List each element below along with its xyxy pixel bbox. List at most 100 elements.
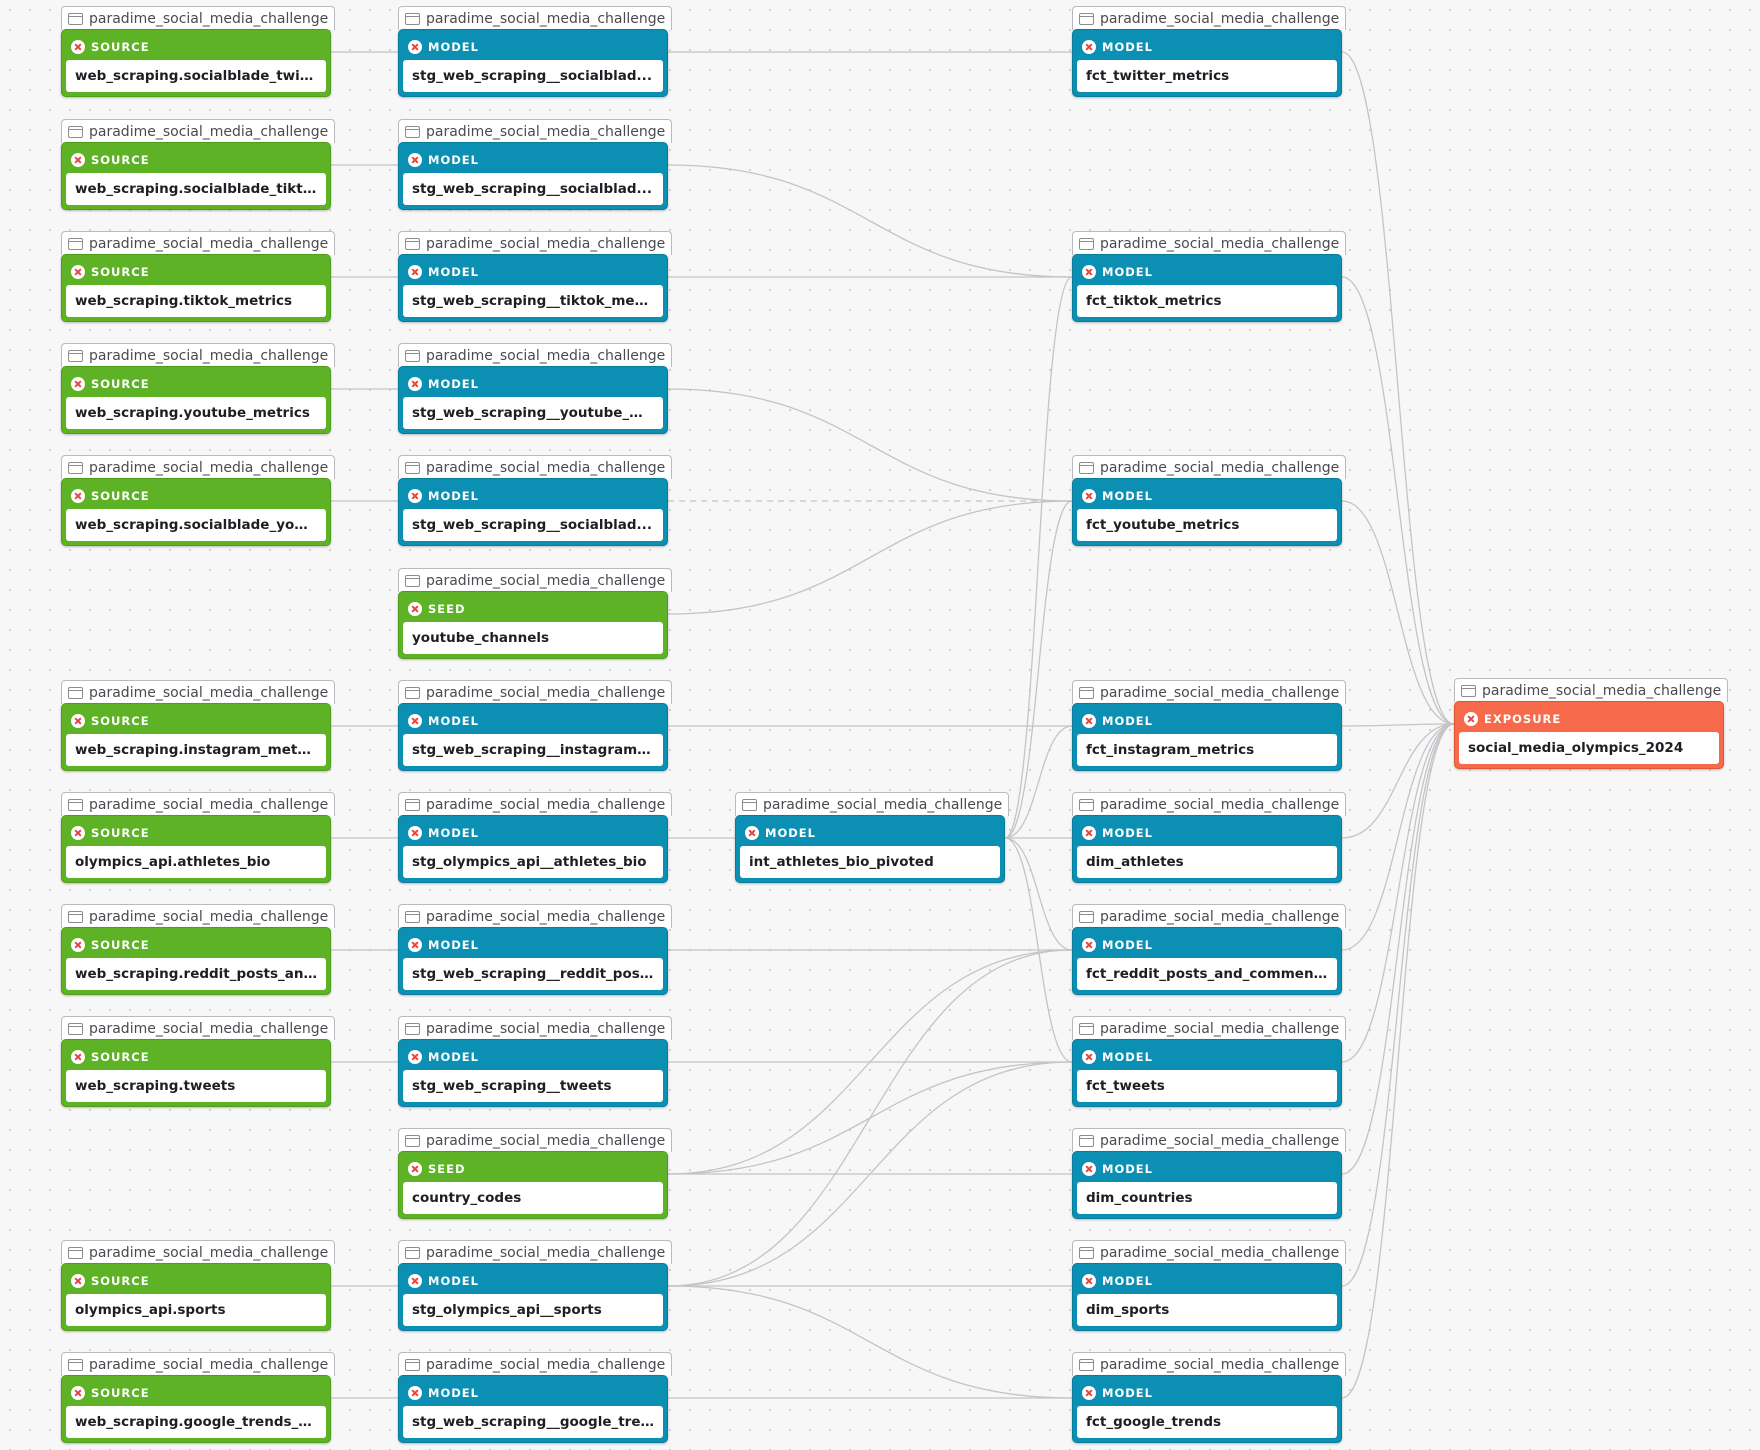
node-type-label: MODEL — [428, 714, 479, 728]
package-icon — [68, 1358, 83, 1371]
node-body: dim_athletes — [1077, 846, 1337, 878]
node-card[interactable]: MODEL stg_web_scraping__youtube_m... — [398, 366, 668, 434]
node-header: SEED — [403, 1156, 663, 1182]
error-status-icon — [71, 153, 85, 167]
error-status-icon — [1082, 714, 1096, 728]
node-header: MODEL — [1077, 1044, 1337, 1070]
package-name: paradime_social_media_challenge — [89, 123, 329, 140]
node-name: fct_tiktok_metrics — [1086, 293, 1222, 309]
node-name: web_scraping.youtube_metrics — [75, 405, 310, 421]
node-card[interactable]: MODEL dim_sports — [1072, 1263, 1342, 1331]
package-icon — [742, 798, 757, 811]
node-body: stg_web_scraping__socialblad... — [403, 509, 663, 541]
package-icon — [405, 349, 420, 362]
node-type-label: MODEL — [428, 489, 479, 503]
node-name: web_scraping.tiktok_metrics — [75, 293, 293, 309]
node-name: stg_web_scraping__youtube_m... — [412, 405, 654, 421]
node-card[interactable]: MODEL stg_web_scraping__socialblad... — [398, 478, 668, 546]
node-name: olympics_api.athletes_bio — [75, 854, 271, 870]
package-icon — [405, 125, 420, 138]
package-icon — [1079, 1246, 1094, 1259]
error-status-icon — [1082, 1386, 1096, 1400]
package-icon — [68, 349, 83, 362]
package-name: paradime_social_media_challenge — [89, 459, 329, 476]
package-name: paradime_social_media_challenge — [763, 796, 1003, 813]
package-name: paradime_social_media_challenge — [89, 235, 329, 252]
package-icon — [68, 1246, 83, 1259]
node-name: fct_twitter_metrics — [1086, 68, 1230, 84]
node-header: MODEL — [403, 708, 663, 734]
package-name: paradime_social_media_challenge — [1100, 1132, 1340, 1149]
package-icon — [1079, 1358, 1094, 1371]
package-tag: paradime_social_media_challenge — [398, 231, 673, 255]
node-body: youtube_channels — [403, 622, 663, 654]
error-status-icon — [1082, 1274, 1096, 1288]
error-status-icon — [71, 1274, 85, 1288]
error-status-icon — [408, 1162, 422, 1176]
package-tag: paradime_social_media_challenge — [1072, 1240, 1347, 1264]
package-tag: paradime_social_media_challenge — [1072, 1016, 1347, 1040]
node-header: MODEL — [403, 371, 663, 397]
node-name: olympics_api.sports — [75, 1302, 226, 1318]
node-body: stg_web_scraping__instagram_... — [403, 734, 663, 766]
node-body: olympics_api.athletes_bio — [66, 846, 326, 878]
node-body: web_scraping.socialblade_twit... — [66, 60, 326, 92]
error-status-icon — [408, 602, 422, 616]
package-name: paradime_social_media_challenge — [1100, 459, 1340, 476]
package-icon — [405, 461, 420, 474]
node-name: fct_reddit_posts_and_comments — [1086, 966, 1328, 982]
error-status-icon — [71, 938, 85, 952]
node-type-label: MODEL — [428, 377, 479, 391]
node-type-label: MODEL — [428, 1050, 479, 1064]
node-type-label: MODEL — [428, 153, 479, 167]
package-icon — [1079, 798, 1094, 811]
node-type-label: MODEL — [1102, 1274, 1153, 1288]
node-name: web_scraping.socialblade_you... — [75, 517, 317, 533]
node-name: dim_sports — [1086, 1302, 1170, 1318]
node-body: stg_web_scraping__reddit_pos... — [403, 958, 663, 990]
error-status-icon — [1082, 938, 1096, 952]
package-name: paradime_social_media_challenge — [426, 796, 666, 813]
node-body: fct_instagram_metrics — [1077, 734, 1337, 766]
node-name: fct_youtube_metrics — [1086, 517, 1240, 533]
package-tag: paradime_social_media_challenge — [398, 568, 673, 592]
node-body: country_codes — [403, 1182, 663, 1214]
node-card[interactable]: MODEL stg_web_scraping__instagram_... — [398, 703, 668, 771]
node-body: stg_olympics_api__sports — [403, 1294, 663, 1326]
package-tag: paradime_social_media_challenge — [1072, 1352, 1347, 1376]
node-type-label: SOURCE — [91, 153, 150, 167]
package-tag: paradime_social_media_challenge — [398, 6, 673, 30]
